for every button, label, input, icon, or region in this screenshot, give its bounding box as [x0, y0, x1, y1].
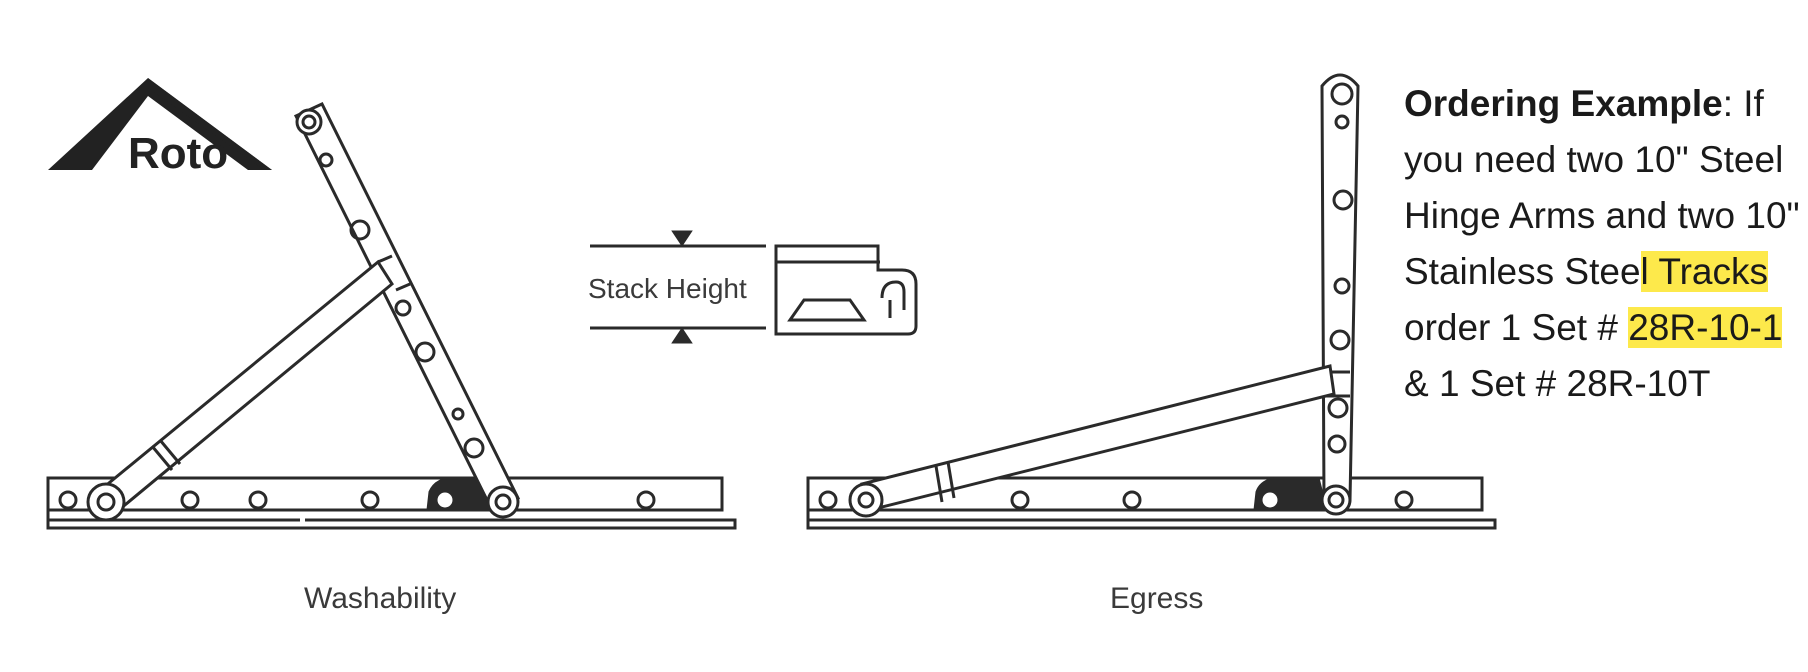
- ordering-line-5: order 1 Set # 28R-10-1: [1404, 300, 1804, 356]
- ordering-text: : If: [1722, 83, 1764, 124]
- ordering-line-4: Stainless Steel Tracks: [1404, 244, 1804, 300]
- washability-caption: Washability: [304, 582, 456, 615]
- ordering-text: Stainless Stee: [1404, 251, 1641, 292]
- ordering-example: Ordering Example: If you need two 10" St…: [1404, 76, 1804, 412]
- ordering-text: & 1 Set # 28R-10T: [1404, 363, 1711, 404]
- right-track-holes: [818, 490, 1414, 510]
- stack-height-label: Stack Height: [588, 273, 747, 304]
- left-track-holes: [58, 490, 656, 510]
- washability-hinge: [46, 102, 737, 530]
- ordering-text: order 1 Set #: [1404, 307, 1629, 348]
- stack-height-detail: [590, 230, 918, 344]
- ordering-line-6: & 1 Set # 28R-10T: [1404, 356, 1804, 412]
- right-track: [806, 476, 1484, 512]
- ordering-text: Hinge Arms and two 10": [1404, 195, 1800, 236]
- egress-hinge: [806, 73, 1497, 530]
- highlighted-part-number: 28R-10-1: [1628, 307, 1783, 348]
- ordering-lead: Ordering Example: [1404, 83, 1723, 124]
- ordering-line-1: Ordering Example: If: [1404, 76, 1804, 132]
- track-profile: [774, 244, 918, 336]
- ordering-line-3: Hinge Arms and two 10": [1404, 188, 1804, 244]
- roto-logo: Roto: [48, 78, 272, 178]
- highlighted-text: l Tracks: [1640, 251, 1768, 292]
- left-support-arm: [95, 259, 394, 517]
- ordering-line-2: you need two 10" Steel: [1404, 132, 1804, 188]
- ordering-text: you need two 10" Steel: [1404, 139, 1784, 180]
- egress-caption: Egress: [1110, 582, 1203, 615]
- logo-text: Roto: [128, 129, 228, 178]
